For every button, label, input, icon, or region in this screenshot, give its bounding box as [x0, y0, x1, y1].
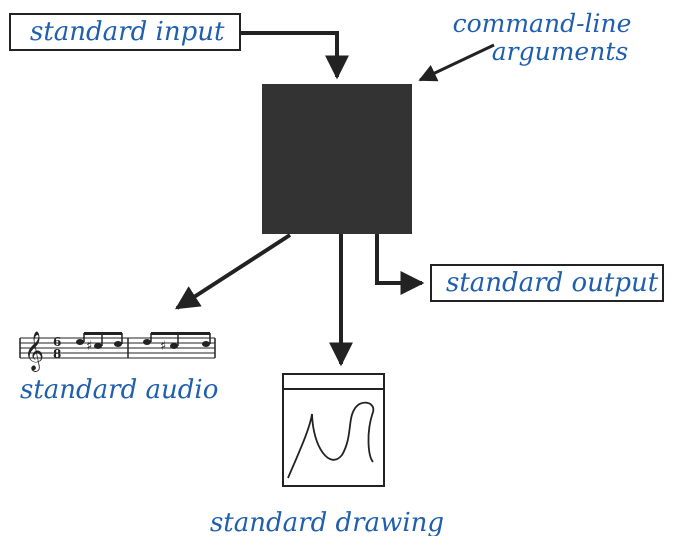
notes-measure-1: ♯ [76, 332, 123, 354]
drawing-window-icon [282, 373, 385, 487]
standard-output-arrow [375, 234, 425, 295]
standard-output-box [430, 264, 664, 302]
standard-output-label: standard output [446, 268, 659, 298]
standard-audio-arrow [174, 233, 292, 310]
command-line-label-line2: arguments [492, 37, 628, 66]
drawing-window-frame [282, 373, 385, 487]
music-staff: 𝄞 6 8 ♯ ♯ [19, 331, 216, 372]
standard-input-label: standard input [30, 17, 225, 47]
time-signature-bottom: 8 [53, 347, 61, 361]
notes-measure-2: ♯ [143, 332, 211, 354]
standard-input: standard input [9, 13, 241, 51]
command-line-arrow [418, 43, 495, 82]
svg-text:♯: ♯ [160, 339, 166, 354]
standard-audio-label: standard audio [20, 375, 218, 405]
command-line-arguments: command-line arguments [453, 9, 632, 66]
standard-input-box [9, 13, 241, 51]
program-box [262, 84, 412, 234]
svg-text:♯: ♯ [86, 339, 92, 354]
command-line-label-line1: command-line [453, 9, 632, 38]
standard-drawing-label: standard drawing [210, 508, 444, 536]
standard-output: standard output [430, 264, 664, 302]
standard-input-arrow [240, 31, 349, 80]
freehand-curve [287, 401, 375, 479]
treble-clef-icon: 𝄞 [24, 331, 44, 372]
time-signature-top: 6 [53, 335, 61, 349]
